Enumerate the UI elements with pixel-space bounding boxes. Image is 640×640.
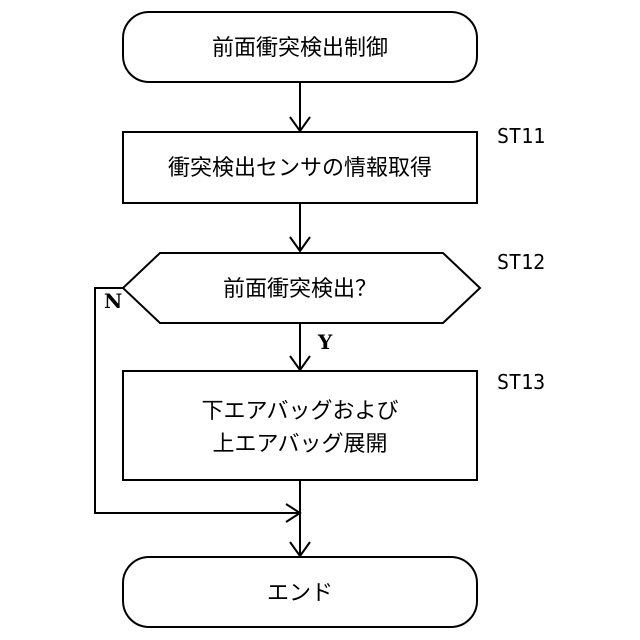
branch-label-yes: Y: [317, 330, 333, 354]
step-id-st13: ST13: [497, 370, 545, 394]
start-label: 前面衝突検出制御: [212, 36, 388, 61]
process-label-st13-line2: 上エアバッグ展開: [212, 432, 387, 457]
process-label-st13-line1: 下エアバッグおよび: [201, 399, 398, 424]
end-label: エンド: [267, 581, 333, 606]
process-box-st13: [123, 371, 477, 480]
decision-label-st12: 前面衝突検出？: [223, 277, 377, 302]
step-id-st12: ST12: [497, 250, 545, 274]
branch-label-no: N: [104, 289, 122, 313]
step-id-st11: ST11: [497, 124, 545, 148]
process-label-st11: 衝突検出センサの情報取得: [168, 156, 432, 181]
